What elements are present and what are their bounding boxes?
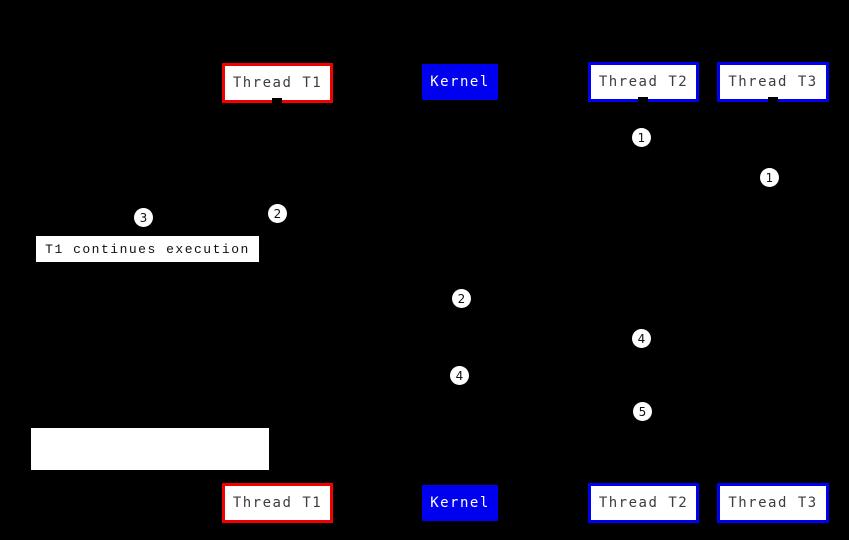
thread-t3-box-top: Thread T3 (717, 62, 829, 102)
thread-t1-box-bottom: Thread T1 (222, 483, 333, 523)
event-marker-2a: 2 (268, 204, 287, 223)
event-marker-5-label: 5 (638, 404, 647, 419)
thread-t2-box-bottom: Thread T2 (588, 483, 699, 523)
event-marker-4b: 4 (450, 366, 469, 385)
thread-t2-box-top: Thread T2 (588, 62, 699, 102)
event-marker-4a: 4 (632, 329, 651, 348)
event-marker-2b: 2 (452, 289, 471, 308)
t1-continues-note: T1 continues execution (36, 236, 259, 262)
event-marker-4b-label: 4 (455, 368, 464, 383)
event-marker-3-label: 3 (139, 210, 148, 225)
thread-t3-label-bottom: Thread T3 (728, 495, 818, 511)
thread-t1-label-bottom: Thread T1 (232, 495, 323, 511)
event-marker-1a-label: 1 (637, 130, 646, 145)
event-marker-5: 5 (633, 402, 652, 421)
lifeline-stub (638, 97, 648, 102)
event-marker-1b-label: 1 (765, 170, 774, 185)
event-marker-2a-label: 2 (273, 206, 282, 221)
blank-label-rect (31, 428, 269, 470)
thread-t1-box-top: Thread T1 (222, 63, 333, 103)
event-marker-2b-label: 2 (457, 291, 466, 306)
thread-t3-label-top: Thread T3 (728, 74, 818, 90)
thread-t1-label-top: Thread T1 (232, 75, 323, 91)
thread-t2-label-bottom: Thread T2 (598, 495, 689, 511)
kernel-box-top: Kernel (422, 64, 498, 100)
thread-t3-box-bottom: Thread T3 (717, 483, 829, 523)
kernel-label-bottom: Kernel (430, 495, 490, 511)
kernel-box-bottom: Kernel (422, 485, 498, 521)
lifeline-stub (272, 98, 282, 103)
thread-t2-label-top: Thread T2 (598, 74, 689, 90)
event-marker-3: 3 (134, 208, 153, 227)
event-marker-1a: 1 (632, 128, 651, 147)
event-marker-4a-label: 4 (637, 331, 646, 346)
lifeline-stub (768, 97, 778, 102)
t1-continues-note-text: T1 continues execution (45, 241, 250, 257)
event-marker-1b: 1 (760, 168, 779, 187)
kernel-label-top: Kernel (430, 74, 490, 90)
